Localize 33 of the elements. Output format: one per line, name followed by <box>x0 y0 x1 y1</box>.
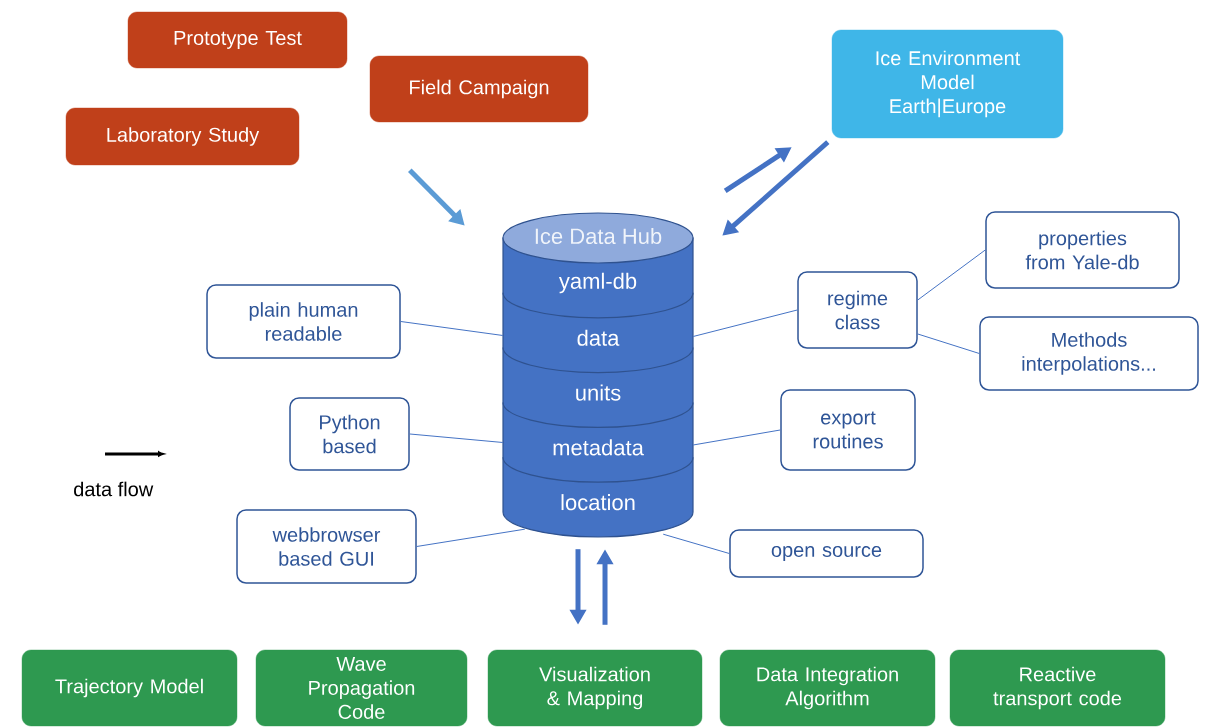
model-box: Ice Environment Model Earth|Europe <box>831 29 1064 139</box>
connector-line <box>917 333 980 354</box>
connector-line <box>416 528 526 547</box>
connector-line <box>662 533 730 554</box>
application-box: Data Integration Algorithm <box>719 649 936 727</box>
application-box: Visualization & Mapping <box>487 649 703 727</box>
note-box: webbrowser based GUI <box>236 509 417 584</box>
cylinder-label: location <box>561 494 635 511</box>
cylinder-label: Ice Data Hub <box>535 227 662 245</box>
database-cylinder <box>502 212 694 538</box>
cylinder-label: units <box>576 384 621 401</box>
source-box: Laboratory Study <box>65 107 300 166</box>
cylinder-label: metadata <box>553 439 644 456</box>
application-box: Reactive transport code <box>949 649 1166 727</box>
note-box: properties from Yale-db <box>985 211 1180 289</box>
connector-line <box>409 433 504 443</box>
connector-line <box>917 249 986 301</box>
application-box: Wave Propagation Code <box>255 649 468 727</box>
source-box: Field Campaign <box>369 55 589 123</box>
note-box: export routines <box>780 389 916 471</box>
source-box: Prototype Test <box>127 11 348 69</box>
note-box: regime class <box>797 271 918 349</box>
connector-line <box>692 429 781 446</box>
note-box: Python based <box>289 397 410 471</box>
connector-line <box>400 321 504 336</box>
cylinder-label: yaml-db <box>558 272 637 294</box>
note-box: open source <box>729 529 924 578</box>
cylinder-label: data <box>577 329 620 346</box>
legend-label: data flow <box>74 481 154 497</box>
connector-line <box>692 309 798 337</box>
note-box: plain human readable <box>206 284 401 359</box>
note-box: Methods interpolations... <box>979 316 1199 391</box>
application-box: Trajectory Model <box>21 649 238 727</box>
